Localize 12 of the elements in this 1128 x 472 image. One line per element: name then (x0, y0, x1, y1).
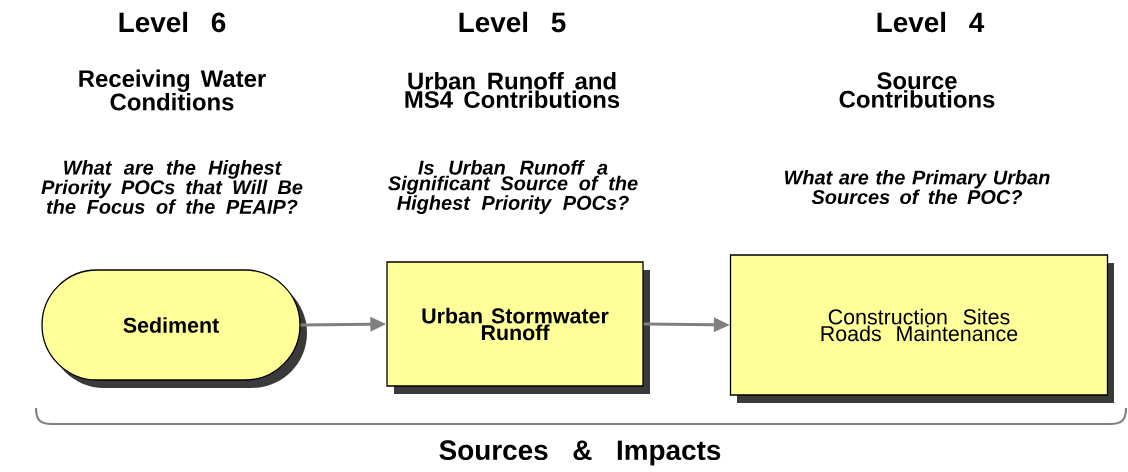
process-box: Construction Sites Roads Maintenance (729, 254, 1114, 403)
heading: Level 4 (877, 11, 985, 33)
subheading: Urban Runoff and MS4 Contributions (405, 71, 620, 109)
question-text: What are the Highest Priority POCs that Will Be the Focus of the PEAIP? (41, 160, 303, 214)
heading: Level 6 (119, 11, 226, 33)
bracket-label: Sources & Impacts (439, 440, 721, 466)
subheading: Source Contributions (839, 72, 995, 108)
heading: Level 5 (459, 11, 566, 33)
subheading: Receiving Water Conditions (79, 69, 266, 111)
process-box: Urban Stormwater Runoff (386, 261, 650, 394)
question-text: Is Urban Runoff a Significant Source of the Highest Priority POCs? (388, 160, 638, 214)
question-text: What are the Primary Urban Sources of the POC? (785, 169, 1050, 205)
